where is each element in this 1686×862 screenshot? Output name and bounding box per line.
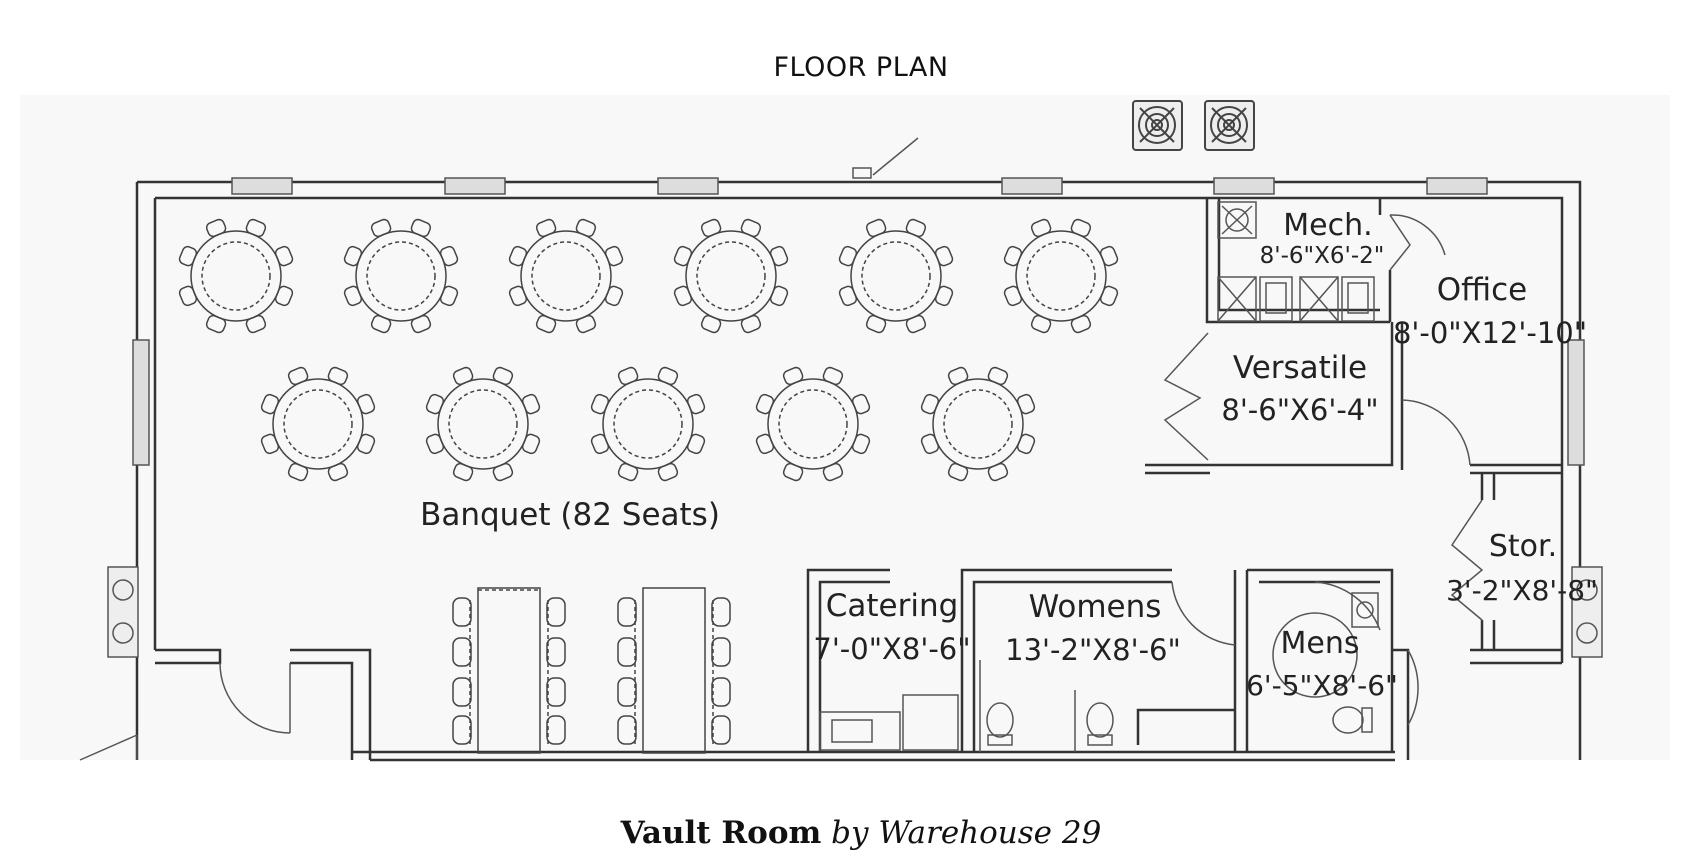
toilet-icon xyxy=(1332,706,1373,734)
round-table xyxy=(755,366,871,482)
mechanical-equipment xyxy=(1217,201,1375,322)
room-size-mens: 6'-5"X8'-6" xyxy=(1246,669,1398,702)
chair xyxy=(546,597,566,627)
venue-by: by Warehouse 29 xyxy=(831,815,1102,851)
interior-walls xyxy=(806,198,1562,760)
toilet-icon xyxy=(1086,702,1114,746)
round-table xyxy=(590,366,706,482)
chair xyxy=(617,715,637,745)
round-table xyxy=(1003,218,1119,334)
venue-name: Vault Room xyxy=(620,815,822,851)
chair xyxy=(452,715,472,745)
rooftop-fan-icon xyxy=(1204,100,1255,151)
room-size-womens: 13'-2"X8'-6" xyxy=(1005,633,1181,667)
venue-caption: Vault Room by Warehouse 29 xyxy=(0,815,1686,851)
page-title: FLOOR PLAN xyxy=(773,52,949,83)
round-table xyxy=(838,218,954,334)
chair xyxy=(711,637,731,667)
room-label-catering: Catering xyxy=(826,588,959,624)
rooftop-fan-icon xyxy=(1132,100,1183,151)
utility-meter-icon xyxy=(107,566,1603,658)
chair xyxy=(617,677,637,707)
round-table xyxy=(425,366,541,482)
round-table xyxy=(673,218,789,334)
chair xyxy=(617,637,637,667)
chair xyxy=(546,637,566,667)
round-table xyxy=(343,218,459,334)
room-label-banquet: Banquet (82 Seats) xyxy=(420,497,720,533)
room-label-mech: Mech. xyxy=(1283,208,1372,243)
chair xyxy=(546,677,566,707)
room-size-catering: 7'-0"X8'-6" xyxy=(813,632,970,666)
toilet-icon xyxy=(986,702,1014,746)
chair xyxy=(452,677,472,707)
catering-counter xyxy=(819,660,1076,752)
round-table xyxy=(508,218,624,334)
round-tables xyxy=(178,218,1119,482)
chair xyxy=(711,677,731,707)
round-table xyxy=(260,366,376,482)
room-size-storage: 3'-2"X8'-8" xyxy=(1446,574,1598,607)
round-table xyxy=(178,218,294,334)
interior-doors xyxy=(1163,214,1484,726)
room-label-versatile: Versatile xyxy=(1233,350,1367,386)
room-size-versatile: 8'-6"X6'-4" xyxy=(1221,393,1378,427)
antenna-icon xyxy=(852,137,919,179)
room-size-mech: 8'-6"X6'-2" xyxy=(1260,243,1385,269)
chair xyxy=(617,597,637,627)
chair xyxy=(711,715,731,745)
chair xyxy=(711,597,731,627)
chair xyxy=(452,637,472,667)
long-table-chairs xyxy=(452,597,731,745)
entry-door xyxy=(79,662,291,761)
chair xyxy=(546,715,566,745)
room-label-mens: Mens xyxy=(1281,626,1360,661)
windows xyxy=(132,177,1585,466)
chair xyxy=(452,597,472,627)
room-size-office: 8'-0"X12'-10" xyxy=(1393,316,1587,350)
room-label-office: Office xyxy=(1437,272,1528,308)
round-table xyxy=(920,366,1036,482)
sink-icon xyxy=(1272,592,1379,698)
room-label-womens: Womens xyxy=(1029,589,1162,625)
room-label-storage: Stor. xyxy=(1489,529,1557,564)
